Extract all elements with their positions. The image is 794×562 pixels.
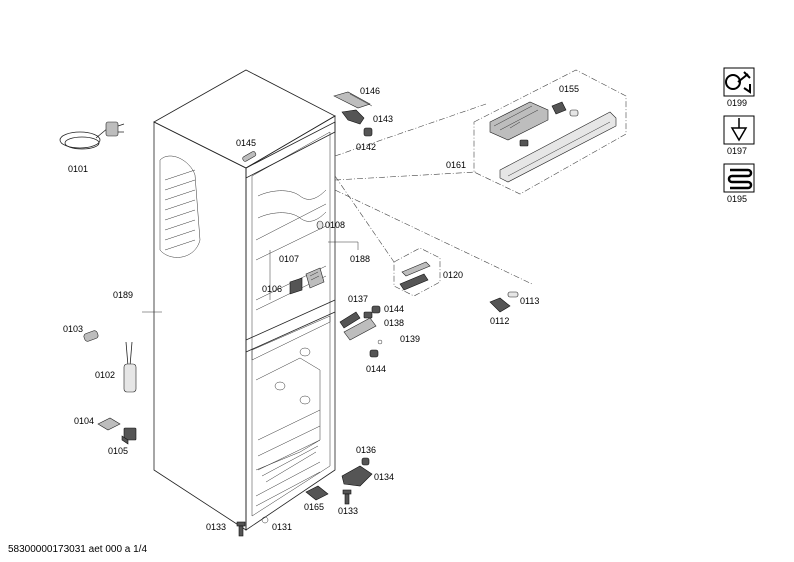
label-0142: 0142	[356, 142, 376, 152]
label-0138: 0138	[384, 318, 404, 328]
service-wrench-icon	[723, 67, 755, 97]
label-0106: 0106	[262, 284, 282, 294]
label-0112: 0112	[490, 316, 509, 326]
label-0199: 0199	[727, 98, 747, 108]
label-0155: 0155	[559, 84, 579, 94]
part-0134	[341, 465, 373, 487]
part-0102	[123, 341, 137, 393]
label-0133-right: 0133	[338, 506, 358, 516]
label-0144-upper: 0144	[384, 304, 404, 314]
document-footer: 58300000173031 aet 000 a 1/4	[8, 544, 147, 555]
label-0146: 0146	[360, 86, 380, 96]
label-0189: 0189	[113, 290, 133, 300]
part-0107	[305, 267, 325, 289]
part-0145	[242, 151, 257, 162]
part-0108	[316, 220, 324, 230]
label-0139: 0139	[400, 334, 420, 344]
part-0136	[361, 457, 370, 466]
label-0101: 0101	[68, 164, 88, 174]
part-0144-lower	[369, 349, 379, 358]
power-cord	[59, 121, 125, 150]
label-0133-left: 0133	[206, 522, 226, 532]
part-0133-right	[342, 489, 352, 505]
label-0107: 0107	[279, 254, 299, 264]
label-0104: 0104	[74, 416, 94, 426]
label-0103: 0103	[63, 324, 83, 334]
part-0112	[489, 297, 511, 313]
part-0133-left	[236, 521, 246, 537]
part-0120	[393, 247, 441, 297]
part-0142	[363, 127, 373, 137]
part-0146	[333, 91, 373, 109]
label-0105: 0105	[108, 446, 128, 456]
part-0106	[289, 277, 303, 295]
part-0104	[97, 417, 121, 431]
label-0134: 0134	[374, 472, 394, 482]
part-0105	[121, 427, 137, 445]
part-0143	[341, 109, 365, 125]
probe-icon	[723, 115, 755, 145]
label-0120: 0120	[443, 270, 463, 280]
part-0138	[343, 311, 377, 341]
label-0108: 0108	[325, 220, 345, 230]
part-0131	[261, 516, 269, 524]
label-0197: 0197	[727, 146, 747, 156]
part-0139	[377, 339, 383, 345]
label-0195: 0195	[727, 194, 747, 204]
part-0144-upper	[371, 305, 381, 314]
label-0161: 0161	[446, 160, 466, 170]
part-0137	[339, 311, 361, 329]
label-0143: 0143	[373, 114, 393, 124]
part-0165	[305, 485, 329, 501]
label-0131: 0131	[272, 522, 292, 532]
heater-coil-icon	[723, 163, 755, 193]
label-0165: 0165	[304, 502, 324, 512]
label-0188: 0188	[350, 254, 370, 264]
label-0102: 0102	[95, 370, 115, 380]
label-0137: 0137	[348, 294, 368, 304]
label-0113: 0113	[520, 296, 539, 306]
part-0113	[507, 291, 519, 298]
label-0144-lower: 0144	[366, 364, 386, 374]
control-panel-assembly	[334, 69, 627, 195]
part-0103	[83, 330, 99, 342]
condenser-coil	[159, 155, 201, 258]
label-0145: 0145	[236, 138, 256, 148]
label-0136: 0136	[356, 445, 376, 455]
